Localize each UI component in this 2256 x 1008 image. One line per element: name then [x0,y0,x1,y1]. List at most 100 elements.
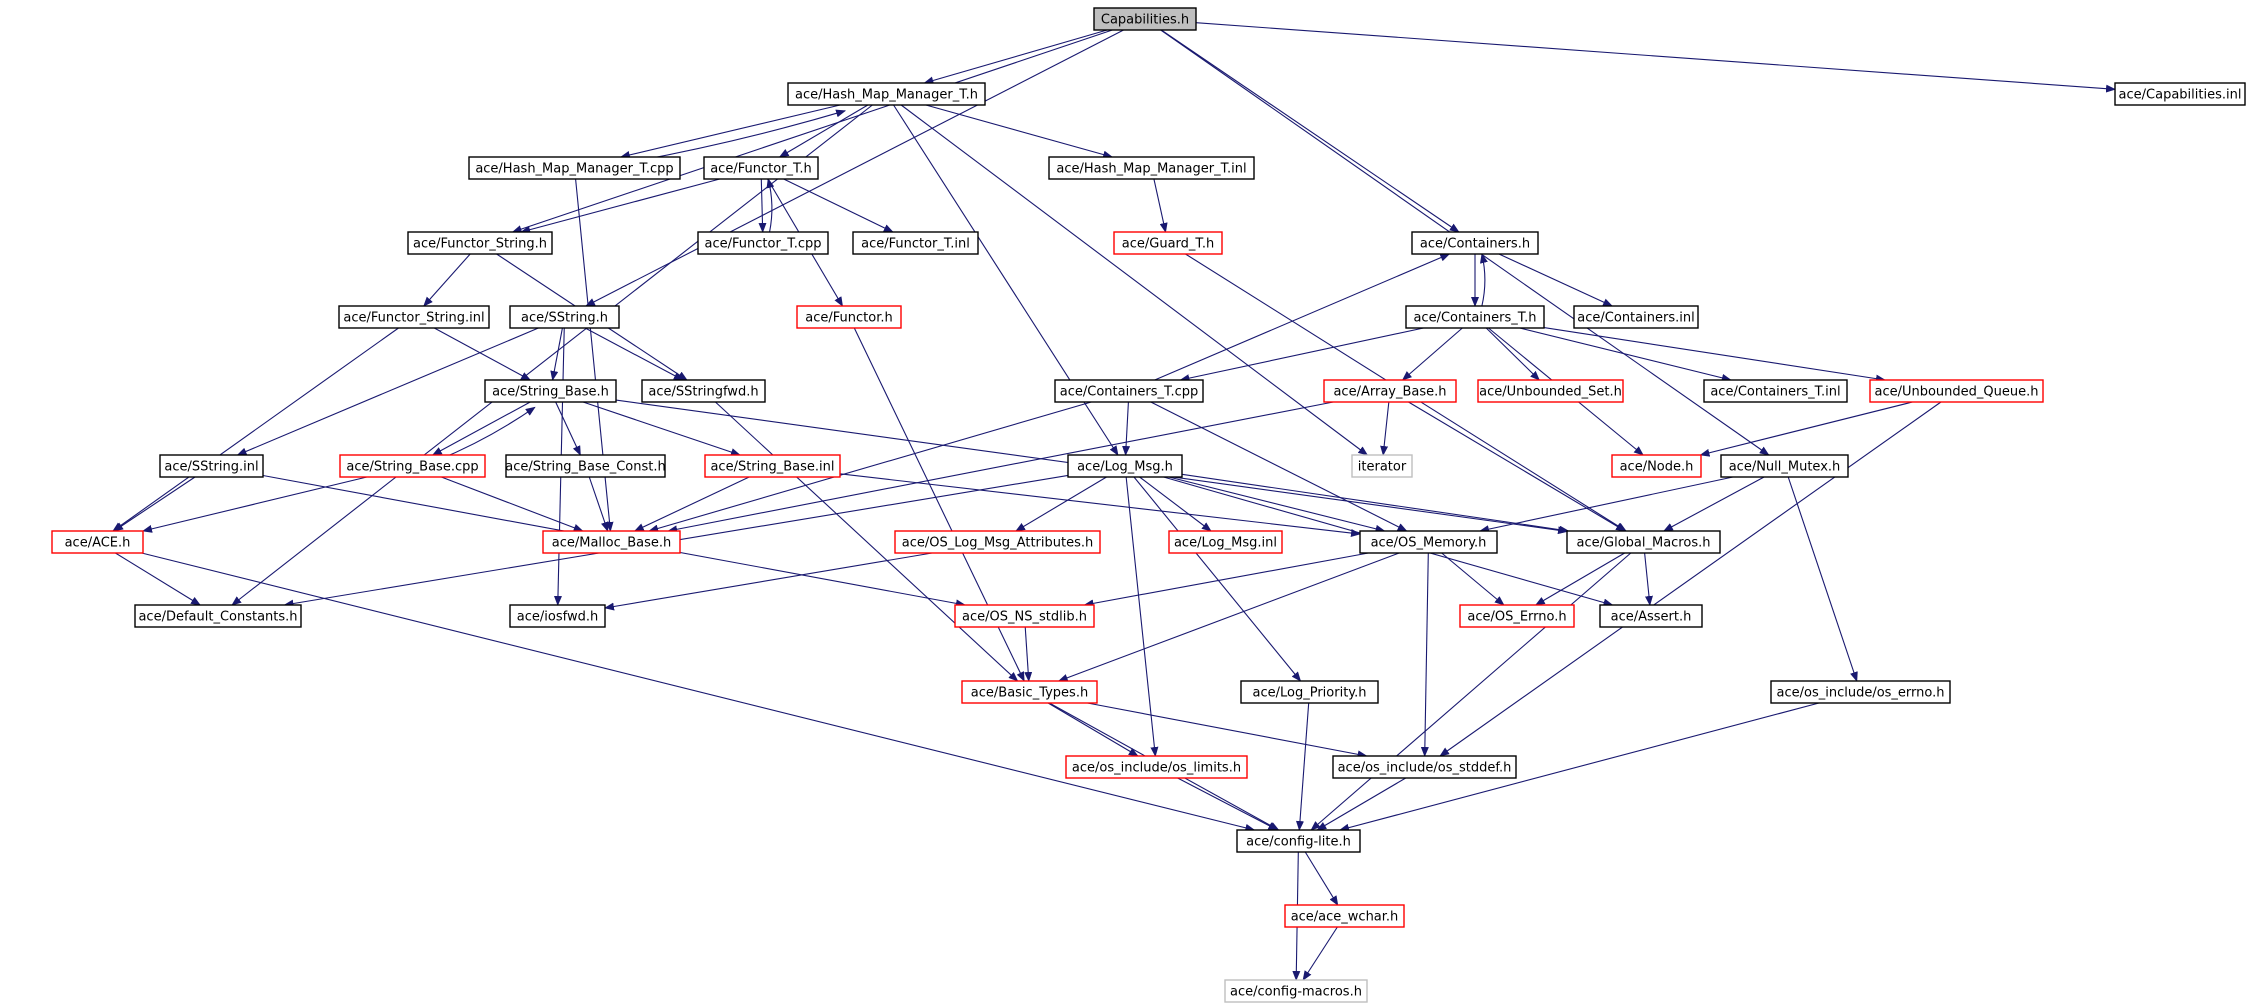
node-containers-t-h[interactable]: ace/Containers_T.h [1405,305,1545,329]
edge-capabilities_h-to-containers_h [1160,29,1460,233]
node-assert-h[interactable]: ace/Assert.h [1599,604,1703,628]
node-os-include-os-stddef-h[interactable]: ace/os_include/os_stddef.h [1332,755,1517,779]
node-label: ace/Hash_Map_Manager_T.cpp [475,162,673,177]
node-label: ace/Functor_T.h [710,162,812,177]
node-label: ace/Containers_T.inl [1710,385,1840,400]
node-node-h[interactable]: ace/Node.h [1611,454,1702,478]
edge-basic_types_h-to-os_include_os_stddef_h [1087,702,1368,759]
node-containers-t-inl[interactable]: ace/Containers_T.inl [1703,379,1848,403]
node-unbounded-set-h[interactable]: ace/Unbounded_Set.h [1477,379,1624,403]
node-functor-t-inl[interactable]: ace/Functor_T.inl [852,231,979,255]
node-label: ace/Assert.h [1611,610,1692,625]
edge-sstring_h-to-string_base_h [550,327,563,381]
node-os-errno-h[interactable]: ace/OS_Errno.h [1459,604,1575,628]
node-config-macros-h[interactable]: ace/config-macros.h [1224,979,1368,1003]
node-os-include-os-errno-h[interactable]: ace/os_include/os_errno.h [1770,680,1951,704]
node-global-macros-h[interactable]: ace/Global_Macros.h [1566,530,1721,554]
node-config-lite-h[interactable]: ace/config-lite.h [1236,829,1361,853]
node-box [1054,379,1204,403]
node-containers-h[interactable]: ace/Containers.h [1411,231,1539,255]
node-containers-inl[interactable]: ace/Containers.inl [1573,305,1699,329]
node-sstring-inl[interactable]: ace/SString.inl [159,454,264,478]
edge-array_base_h-to-global_macros_h [1408,401,1626,532]
node-log-msg-h[interactable]: ace/Log_Msg.h [1067,454,1183,478]
node-null-mutex-h[interactable]: ace/Null_Mutex.h [1720,454,1849,478]
node-label: ace/os_include/os_stddef.h [1338,761,1512,776]
node-default-constants-h[interactable]: ace/Default_Constants.h [134,604,302,628]
node-containers-t-cpp[interactable]: ace/Containers_T.cpp [1054,379,1204,403]
node-box [961,680,1098,704]
node-hash-map-manager-t-h[interactable]: ace/Hash_Map_Manager_T.h [787,82,986,106]
node-malloc-base-h[interactable]: ace/Malloc_Base.h [542,530,681,554]
edge-hash_map_manager_t_cpp-to-hash_map_manager_t_h [626,109,847,164]
node-sstringfwd-h[interactable]: ace/SStringfwd.h [641,379,766,403]
node-box [1067,454,1183,478]
node-hash-map-manager-t-cpp[interactable]: ace/Hash_Map_Manager_T.cpp [468,156,681,180]
edge-log_msg_h-to-os_include_os_limits_h [1125,476,1159,757]
edge-containers_t_h-to-unbounded_set_h [1485,327,1540,381]
node-label: ace/ACE.h [65,536,131,551]
node-label: ace/os_include/os_limits.h [1072,761,1241,776]
node-os-log-msg-attributes-h[interactable]: ace/OS_Log_Msg_Attributes.h [894,530,1101,554]
node-string-base-inl[interactable]: ace/String_Base.inl [704,454,841,478]
node-box [2114,82,2246,106]
edge-functor_h-to-basic_types_h [853,327,1025,682]
node-hash-map-manager-t-inl[interactable]: ace/Hash_Map_Manager_T.inl [1048,156,1255,180]
edge-string_base_cpp-to-malloc_base_h [441,476,584,532]
node-log-msg-inl[interactable]: ace/Log_Msg.inl [1168,530,1283,554]
node-capabilities-inl[interactable]: ace/Capabilities.inl [2114,82,2246,106]
node-label: ace/Containers_T.cpp [1060,385,1198,400]
node-iosfwd-h[interactable]: ace/iosfwd.h [509,604,606,628]
node-box [954,604,1095,628]
edge-functor_t_h-to-functor_string_h [520,178,720,234]
node-box [1113,231,1223,255]
node-label: ace/Containers.h [1420,237,1530,252]
node-label: ace/SStringfwd.h [648,385,758,400]
node-label: ace/OS_NS_stdlib.h [962,610,1087,625]
node-label: ace/OS_Errno.h [1467,610,1566,625]
node-box [1359,530,1498,554]
edge-log_msg_h-to-global_macros_h [1181,473,1570,534]
node-box [1284,904,1405,928]
edge-containers_t_h-to-unbounded_queue_h [1543,327,1886,383]
node-string-base-h[interactable]: ace/String_Base.h [484,379,617,403]
node-guard-t-h[interactable]: ace/Guard_T.h [1113,231,1223,255]
node-iterator[interactable]: iterator [1351,454,1413,478]
node-label: ace/Containers.inl [1577,311,1694,326]
node-label: ace/config-macros.h [1230,985,1362,1000]
node-ace-h[interactable]: ace/ACE.h [51,530,144,554]
edge-os_include_os_errno_h-to-config_lite_h [1339,702,1820,832]
node-functor-t-h[interactable]: ace/Functor_T.h [703,156,819,180]
node-functor-string-h[interactable]: ace/Functor_String.h [407,231,553,255]
edge-null_mutex_h-to-global_macros_h [1663,476,1765,532]
node-label: ace/Array_Base.h [1333,385,1446,400]
node-capabilities-h[interactable]: Capabilities.h [1093,7,1197,31]
node-unbounded-queue-h[interactable]: ace/Unbounded_Queue.h [1869,379,2044,403]
node-box [1573,305,1699,329]
node-log-priority-h[interactable]: ace/Log_Priority.h [1240,680,1379,704]
node-box [1599,604,1703,628]
node-os-memory-h[interactable]: ace/OS_Memory.h [1359,530,1498,554]
node-string-base-const-h[interactable]: ace/String_Base_Const.h [505,454,666,478]
node-label: ace/Containers_T.h [1413,311,1536,326]
node-basic-types-h[interactable]: ace/Basic_Types.h [961,680,1098,704]
node-functor-h[interactable]: ace/Functor.h [796,305,902,329]
node-functor-string-inl[interactable]: ace/Functor_String.inl [338,305,490,329]
node-string-base-cpp[interactable]: ace/String_Base.cpp [339,454,486,478]
node-label: ace/Default_Constants.h [138,610,297,625]
edge-unbounded_queue_h-to-node_h [1699,401,1913,457]
edge-os_include_os_limits_h-to-config_lite_h [1177,777,1279,831]
node-functor-t-cpp[interactable]: ace/Functor_T.cpp [697,231,829,255]
node-label: ace/OS_Memory.h [1371,536,1487,551]
node-label: ace/String_Base_Const.h [505,460,665,475]
node-box [1703,379,1848,403]
node-box [1411,231,1539,255]
node-box [703,156,819,180]
node-os-ns-stdlib-h[interactable]: ace/OS_NS_stdlib.h [954,604,1095,628]
node-label: ace/Functor_String.inl [343,311,484,326]
node-array-base-h[interactable]: ace/Array_Base.h [1323,379,1457,403]
node-os-include-os-limits-h[interactable]: ace/os_include/os_limits.h [1065,755,1248,779]
node-sstring-h[interactable]: ace/SString.h [509,305,620,329]
node-box [1093,7,1197,31]
node-ace-wchar-h[interactable]: ace/ace_wchar.h [1284,904,1405,928]
